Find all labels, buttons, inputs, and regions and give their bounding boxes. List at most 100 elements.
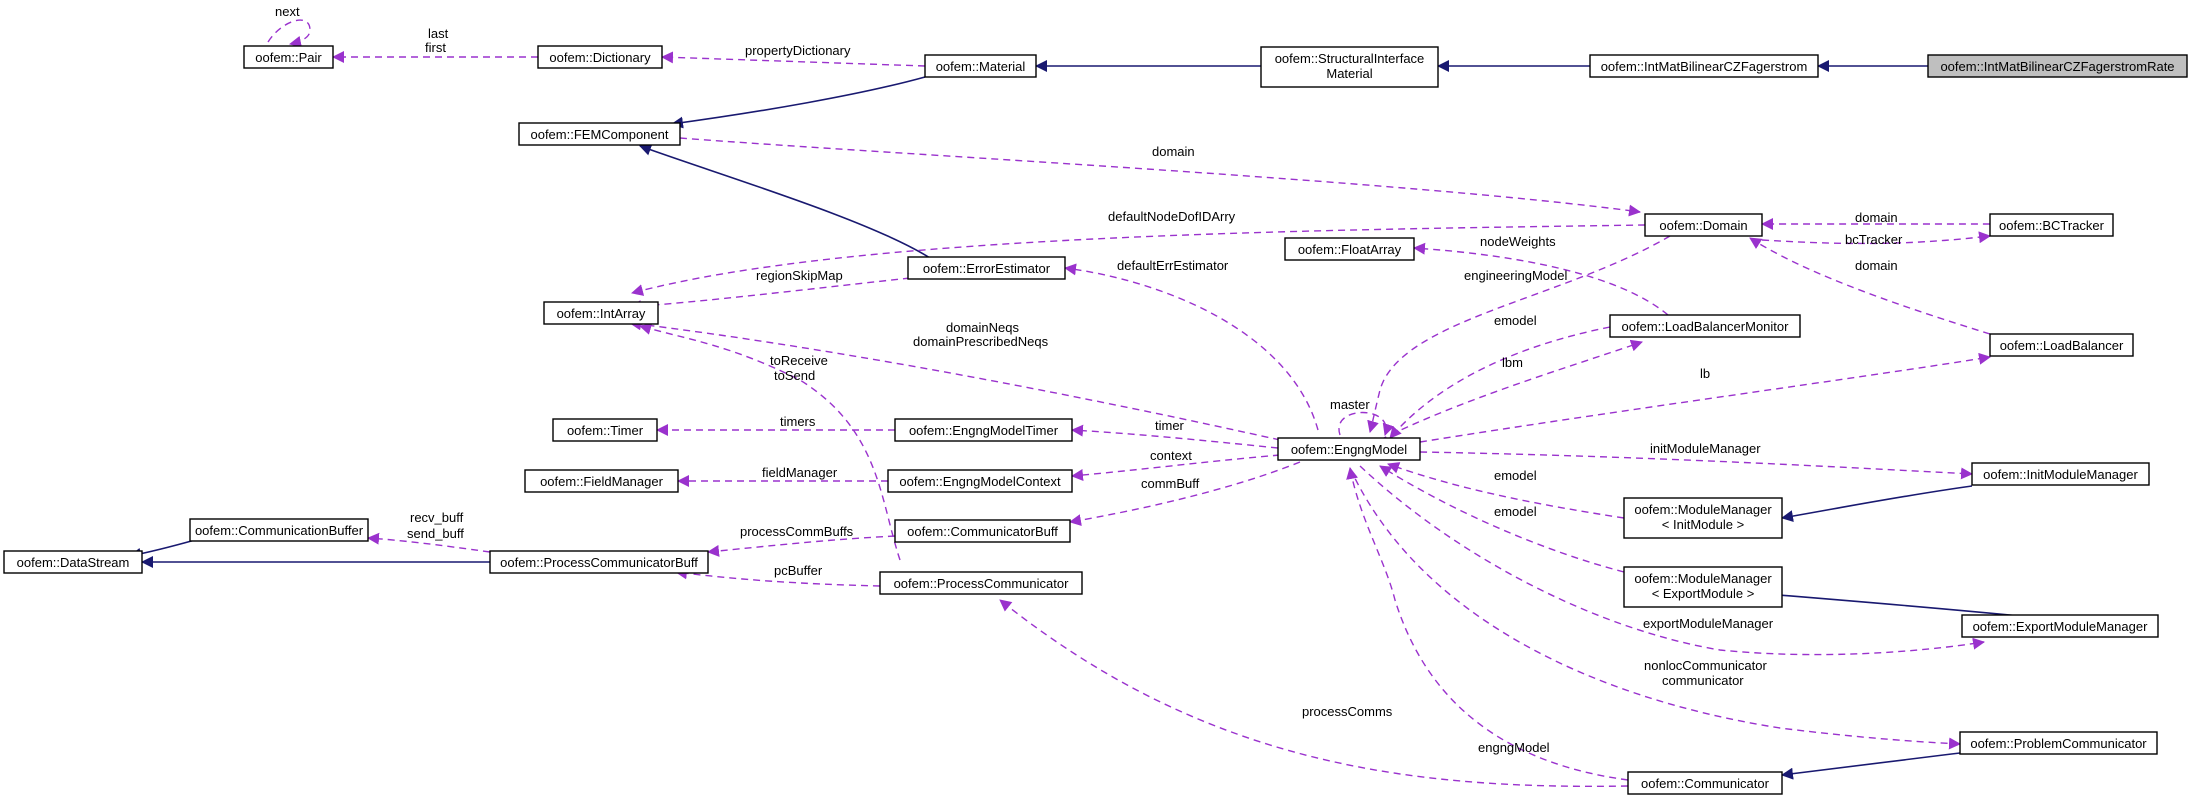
node-material-label: oofem::Material [936,59,1026,74]
edge-femcomponent-domain [679,137,1641,217]
node-structural-interface-material[interactable]: oofem::StructuralInterface Material [1260,46,1439,88]
node-communicator[interactable]: oofem::Communicator [1627,771,1783,795]
edge-engngmodel-problemcommunicator [1349,467,1961,750]
node-int-mat-bilinear-rate-label: oofem::IntMatBilinearCZFagerstromRate [1940,59,2174,74]
node-communicator-label: oofem::Communicator [1641,776,1770,791]
label-bc-tracker: bcTracker [1845,232,1903,247]
node-process-communicator[interactable]: oofem::ProcessCommunicator [879,571,1083,595]
label-timers: timers [780,414,816,429]
label-pc-buffer: pcBuffer [774,563,823,578]
node-process-communicator-label: oofem::ProcessCommunicator [894,576,1070,591]
node-data-stream[interactable]: oofem::DataStream [3,550,143,574]
edge-communicator-processcommunicator [999,599,1629,787]
label-emodel-lbm: emodel [1494,313,1537,328]
node-pair-label: oofem::Pair [255,50,322,65]
label-domain-neqs: domainNeqs [946,320,1019,335]
label-engineering-model: engineeringModel [1464,268,1567,283]
node-structural-interface-material-label-line1: oofem::StructuralInterface [1275,51,1425,66]
node-init-module-manager[interactable]: oofem::InitModuleManager [1971,462,2150,486]
label-first: first [425,40,446,55]
node-error-estimator-label: oofem::ErrorEstimator [923,261,1051,276]
edge-exportmodulemanager-to-modulemanager [1766,588,2031,618]
label-domain-fem: domain [1152,144,1195,159]
node-module-manager-export[interactable]: oofem::ModuleManager < ExportModule > [1623,566,1783,608]
label-domain-prescribed-neqs: domainPrescribedNeqs [913,334,1049,349]
label-emodel-init: emodel [1494,468,1537,483]
node-engng-model-timer[interactable]: oofem::EngngModelTimer [894,418,1073,442]
edge-pair-next [267,19,311,48]
edge-errorestimator-to-femcomponent [639,144,931,259]
node-process-communicator-buff[interactable]: oofem::ProcessCommunicatorBuff [489,550,709,574]
edge-loadbalancermonitor-engngmodel [1389,326,1611,439]
edge-initmodulemanager-to-modulemanager [1781,485,1973,523]
edge-labels: next last first propertyDictionary domai… [275,4,1903,755]
edge-engngmodel-loadbalancermonitor [1379,339,1643,441]
label-node-weights: nodeWeights [1480,234,1556,249]
node-engng-model-context-label: oofem::EngngModelContext [899,474,1061,489]
node-export-module-manager-label: oofem::ExportModuleManager [1973,619,2149,634]
node-communicator-buff[interactable]: oofem::CommunicatorBuff [894,519,1071,543]
node-int-mat-bilinear[interactable]: oofem::IntMatBilinearCZFagerstrom [1589,54,1819,78]
node-communicator-buff-label: oofem::CommunicatorBuff [907,524,1058,539]
label-to-receive: toReceive [770,353,828,368]
node-engng-model-label: oofem::EngngModel [1291,442,1407,457]
node-module-manager-init[interactable]: oofem::ModuleManager < InitModule > [1623,497,1783,539]
edge-engngmodel-errorestimator [1064,263,1319,431]
edge-engngmodel-communicatorbuff [1069,461,1301,527]
node-engng-model-context[interactable]: oofem::EngngModelContext [887,469,1073,493]
edge-modulemanagerexport-engngmodel [1379,465,1625,573]
node-load-balancer[interactable]: oofem::LoadBalancer [1989,333,2134,357]
label-next: next [275,4,300,19]
node-module-manager-init-label-line2: < InitModule > [1662,517,1744,532]
node-float-array[interactable]: oofem::FloatArray [1284,237,1415,261]
label-export-module-manager: exportModuleManager [1643,616,1774,631]
node-int-array[interactable]: oofem::IntArray [543,301,659,325]
node-bc-tracker[interactable]: oofem::BCTracker [1989,213,2114,237]
label-master: master [1330,397,1370,412]
label-init-module-manager: initModuleManager [1650,441,1761,456]
label-region-skip: regionSkipMap [756,268,843,283]
node-engng-model-timer-label: oofem::EngngModelTimer [909,423,1059,438]
label-process-comm-buffs: processCommBuffs [740,524,854,539]
node-domain[interactable]: oofem::Domain [1644,213,1763,237]
edge-engngmodel-master [1338,411,1395,436]
node-error-estimator[interactable]: oofem::ErrorEstimator [907,256,1066,280]
node-timer-label: oofem::Timer [567,423,644,438]
node-load-balancer-monitor-label: oofem::LoadBalancerMonitor [1622,319,1790,334]
node-pair[interactable]: oofem::Pair [243,45,334,69]
node-dictionary[interactable]: oofem::Dictionary [537,45,663,69]
node-communication-buffer-label: oofem::CommunicationBuffer [195,523,364,538]
node-engng-model[interactable]: oofem::EngngModel [1277,437,1421,461]
edge-engngmodel-initmodulemanager [1419,451,1973,480]
label-timer: timer [1155,418,1185,433]
nodes: oofem::Pair oofem::Dictionary oofem::Mat… [3,45,2188,795]
node-field-manager[interactable]: oofem::FieldManager [524,469,679,493]
node-load-balancer-monitor[interactable]: oofem::LoadBalancerMonitor [1609,314,1801,338]
label-process-comms: processComms [1302,704,1393,719]
node-fem-component[interactable]: oofem::FEMComponent [518,122,681,146]
node-init-module-manager-label: oofem::InitModuleManager [1983,467,2138,482]
edge-communicatorbuff-processcommbuff [707,535,896,557]
node-module-manager-export-label-line2: < ExportModule > [1652,586,1755,601]
label-domain-lb: domain [1855,258,1898,273]
node-load-balancer-label: oofem::LoadBalancer [2000,338,2124,353]
node-dictionary-label: oofem::Dictionary [549,50,651,65]
edge-material-dictionary [661,51,926,67]
edge-errorestimator-intarray [629,277,911,313]
label-property-dictionary: propertyDictionary [745,43,851,58]
node-int-mat-bilinear-rate[interactable]: oofem::IntMatBilinearCZFagerstromRate [1927,54,2188,78]
node-export-module-manager[interactable]: oofem::ExportModuleManager [1961,614,2159,638]
label-communicator: communicator [1662,673,1744,688]
node-problem-communicator[interactable]: oofem::ProblemCommunicator [1959,731,2158,755]
node-module-manager-init-label-line1: oofem::ModuleManager [1634,502,1772,517]
label-nonloc-communicator: nonlocCommunicator [1644,658,1768,673]
label-default-node-dof: defaultNodeDofIDArry [1108,209,1236,224]
node-communication-buffer[interactable]: oofem::CommunicationBuffer [189,518,369,542]
node-timer[interactable]: oofem::Timer [552,418,658,442]
edge-engngmodel-engngmodeltimer [1071,424,1279,449]
edge-communicator-engngmodel [1346,467,1629,781]
node-field-manager-label: oofem::FieldManager [540,474,664,489]
usage-edges [267,19,1991,787]
node-material[interactable]: oofem::Material [924,54,1037,78]
